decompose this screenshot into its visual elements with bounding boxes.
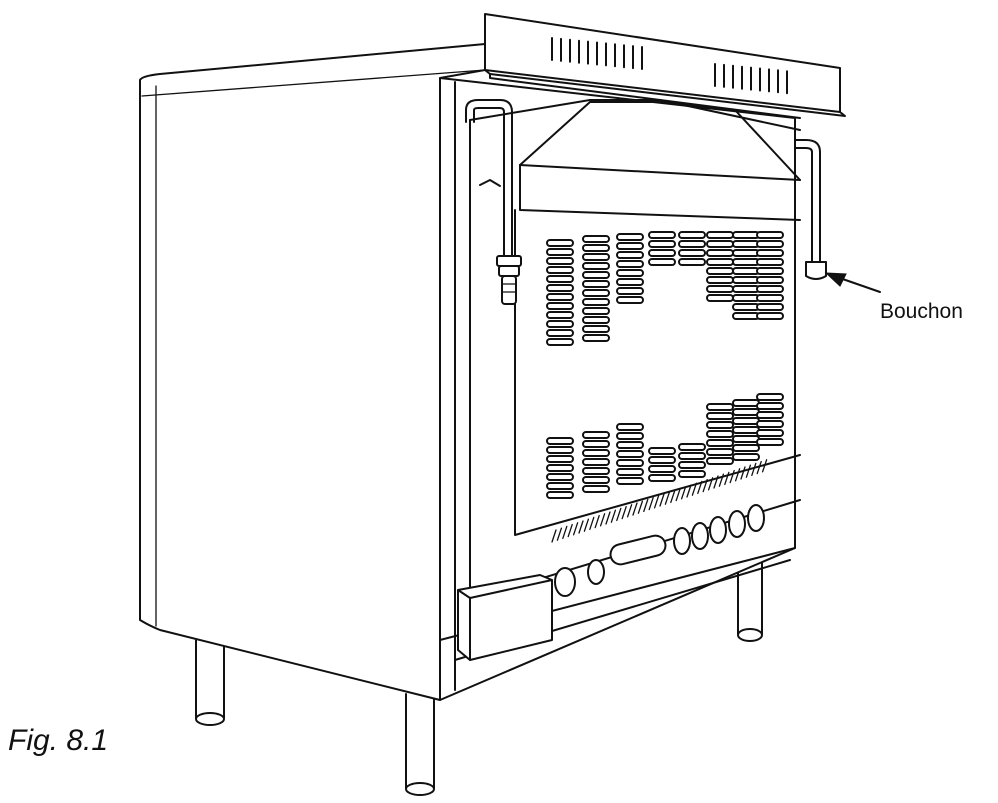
cooker-side-panel (139, 43, 486, 701)
ventilation-louvres (546, 231, 784, 499)
gas-pipe-left (465, 99, 522, 305)
callout-arrow (824, 272, 881, 293)
lower-grille (551, 459, 768, 543)
junction-box (457, 574, 553, 661)
gas-pipe-right (795, 139, 827, 280)
vent-slots-top (551, 37, 788, 95)
cooker-legs (195, 551, 763, 796)
bouchon-label: Bouchon (880, 300, 963, 323)
bouchon-cap (805, 261, 827, 280)
figure-caption: Fig. 8.1 (8, 724, 109, 757)
